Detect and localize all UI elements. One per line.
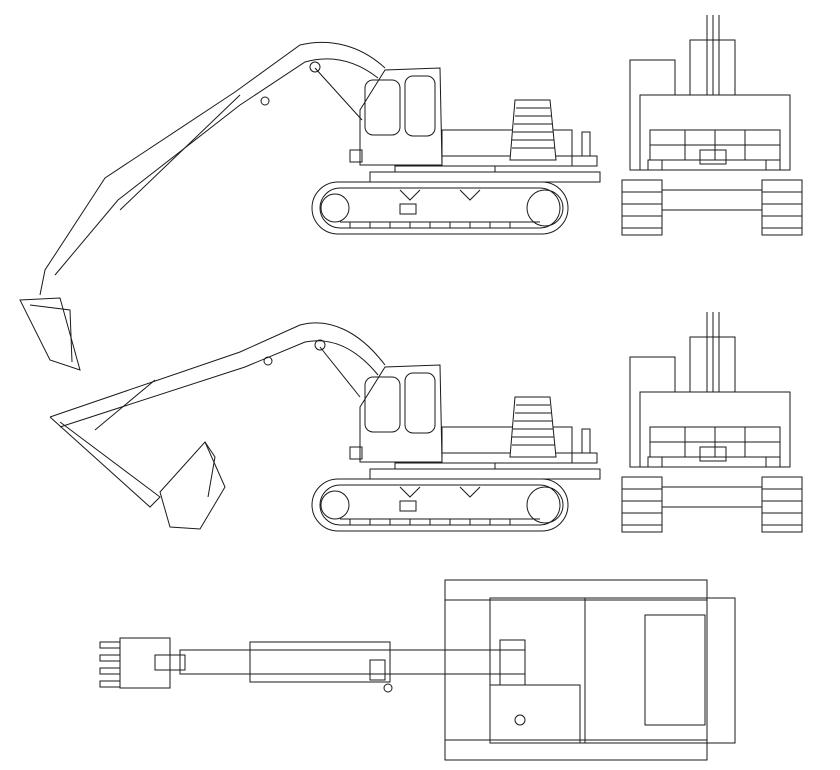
side-view-digging [49, 322, 601, 532]
top-view [99, 579, 736, 761]
front-view-lower [621, 311, 803, 533]
side-view-raised [19, 41, 601, 371]
front-view-upper [621, 14, 803, 236]
